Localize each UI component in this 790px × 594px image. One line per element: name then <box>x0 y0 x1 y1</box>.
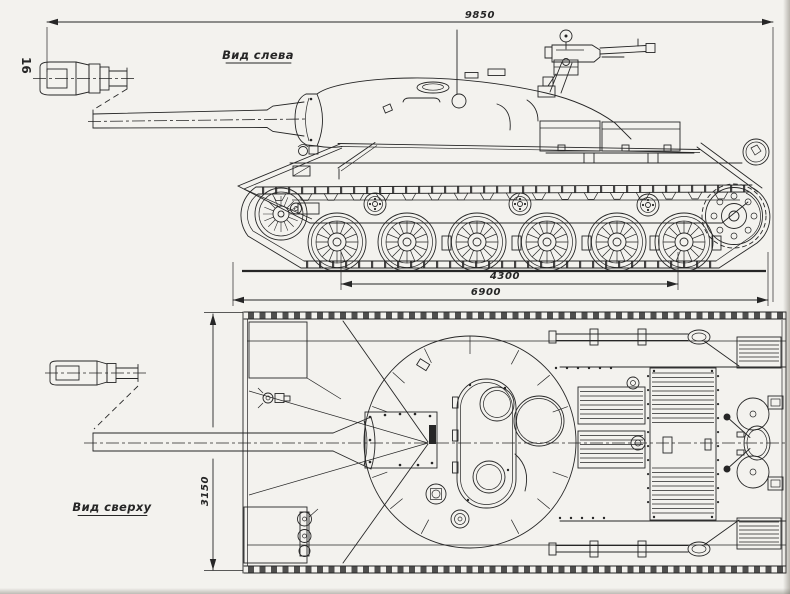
headlight <box>298 146 308 156</box>
engine-access-block <box>646 367 720 521</box>
antenna-base-top <box>450 509 470 529</box>
return-roller <box>508 192 532 216</box>
commander-cupola <box>452 378 517 509</box>
road-wheel <box>378 213 436 271</box>
radiator-grille <box>577 376 646 469</box>
road-wheel <box>655 213 713 271</box>
ventilator-dome <box>425 483 447 505</box>
top-view-label: Вид сверху <box>72 500 151 514</box>
side-gun-barrel <box>33 61 307 137</box>
side-hull <box>237 142 749 251</box>
front-stowage-boxes <box>243 321 319 564</box>
side-track <box>240 184 771 273</box>
turret-handrail <box>402 97 441 103</box>
rear-deck <box>703 336 784 550</box>
return-roller <box>636 193 660 217</box>
dimension-9850-label: 9850 <box>465 10 495 21</box>
dimension-overall-width: 3150 <box>200 312 243 571</box>
driver-hatch-plate <box>364 411 438 469</box>
side-view-label: Вид слева <box>222 48 294 62</box>
return-roller <box>363 192 387 216</box>
top-view-drawing: 3150 Вид сверху <box>45 311 787 574</box>
dimension-hull-length: 6900 <box>232 252 769 306</box>
page-edge-shadow-right <box>783 0 790 594</box>
aa-machine-gun <box>537 29 656 98</box>
road-wheel <box>588 213 646 271</box>
dimension-4300-label: 4300 <box>489 271 520 282</box>
tow-pintle-top <box>297 508 319 557</box>
tow-cables <box>548 328 711 558</box>
road-wheel <box>448 213 506 271</box>
engine-deck <box>548 328 787 558</box>
side-gun-mantlet <box>294 93 323 147</box>
dimension-3150-label: 3150 <box>200 476 211 506</box>
road-wheel <box>308 213 366 271</box>
headlight-top <box>257 387 291 409</box>
side-view-drawing: 9850 4300 6900 Вид слева <box>33 10 774 306</box>
dimension-track-contact: 4300 <box>340 252 679 290</box>
external-fuel-tanks <box>539 120 695 164</box>
top-gun-barrel <box>45 360 376 470</box>
aa-mg-ring-mount <box>513 395 565 492</box>
rear-cable-reel <box>696 138 770 193</box>
road-wheel <box>518 213 576 271</box>
drive-sprocket <box>701 183 767 249</box>
page-number: 16 <box>19 57 33 74</box>
dimension-overall-length: 9850 <box>46 10 774 302</box>
exhaust-oval <box>743 425 771 461</box>
top-turret <box>363 335 613 549</box>
page-edge-shadow-bottom <box>0 588 790 594</box>
periscope-mark <box>382 103 393 114</box>
periscope-top <box>416 358 431 372</box>
top-hull-outline <box>84 311 787 574</box>
horn-box <box>292 165 311 177</box>
dimension-6900-label: 6900 <box>471 287 501 298</box>
running-gear <box>255 183 767 271</box>
side-turret <box>316 29 632 148</box>
